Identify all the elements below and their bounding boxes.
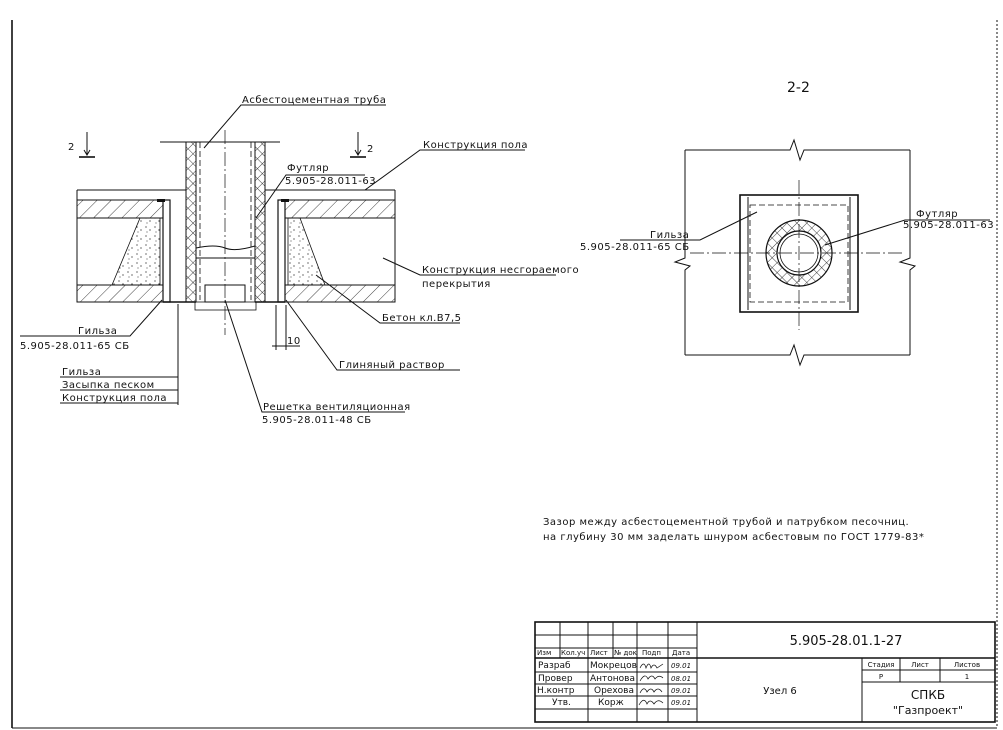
label-gilza-code: 5.905-28.011-65 СБ xyxy=(20,341,130,352)
dimension-10: 10 xyxy=(287,336,301,347)
section-label-gilza-code: 5.905-28.011-65 СБ xyxy=(580,242,690,253)
sleeve-left xyxy=(162,199,171,303)
lower-slab-left xyxy=(76,284,164,303)
upper-slab-left xyxy=(76,199,164,219)
section-2-2: 2-2 Гильза 5.905-28.011-65 СБ Футляр 5.9… xyxy=(580,80,994,367)
layer-3: Конструкция пола xyxy=(62,393,167,404)
header-kol-uch: Кол.уч xyxy=(561,649,585,657)
row-name: Мокрецов xyxy=(590,661,637,671)
row-name: Антонова xyxy=(590,674,635,684)
label-concrete: Бетон кл.В7,5 xyxy=(382,313,462,324)
note-line-2: на глубину 30 мм заделать шнуром асбесто… xyxy=(543,532,924,543)
sand-fill-right xyxy=(287,217,326,286)
label-gilza: Гильза xyxy=(78,326,117,337)
row-date: 08.01 xyxy=(671,675,691,683)
row-date: 09.01 xyxy=(671,662,691,670)
label-clay-mortar: Глиняный раствор xyxy=(339,360,445,371)
main-view: 2 2 Асбестоцементная труба Конструкция п… xyxy=(20,95,579,426)
section-title: 2-2 xyxy=(787,80,810,96)
label-futlyar-code: 5.905-28.011-63 xyxy=(285,176,376,187)
section-label-futlyar: Футляр xyxy=(916,209,958,220)
label-noncombustible: Конструкция несгораемого xyxy=(422,265,579,276)
row-name: Орехова xyxy=(594,686,634,696)
sheets-value: 1 xyxy=(965,673,969,681)
header-data: Дата xyxy=(672,649,690,657)
section-label-gilza: Гильза xyxy=(650,230,689,241)
row-date: 09.01 xyxy=(671,687,691,695)
org-name-1: СПКБ xyxy=(911,688,945,702)
sheets-header: Листов xyxy=(954,661,980,669)
header-list: Лист xyxy=(590,649,608,657)
layer-1: Гильза xyxy=(62,367,101,378)
stage-value: Р xyxy=(879,673,883,681)
header-doc-no: № док xyxy=(614,649,637,657)
label-grate: Решетка вентиляционная xyxy=(263,402,411,413)
section-mark-right: 2 xyxy=(367,144,374,155)
label-grate-code: 5.905-28.011-48 СБ xyxy=(262,415,372,426)
insulation-right xyxy=(254,141,266,303)
header-podp: Подп xyxy=(642,649,661,657)
row-date: 09.01 xyxy=(671,699,691,707)
sheet-header: Лист xyxy=(911,661,929,669)
sleeve-right xyxy=(277,199,286,303)
insulation-left xyxy=(185,141,197,303)
signatures xyxy=(638,663,664,706)
sand-fill-left xyxy=(111,217,161,286)
upper-slab-right xyxy=(284,199,396,219)
row-name: Корж xyxy=(598,698,624,708)
layer-2: Засыпка песком xyxy=(62,380,155,391)
header-izm: Изм xyxy=(537,649,551,657)
label-floor-construction: Конструкция пола xyxy=(423,140,528,151)
label-futlyar: Футляр xyxy=(287,163,329,174)
row-role: Н.контр xyxy=(537,686,575,696)
section-label-futlyar-code: 5.905-28.011-63 xyxy=(903,220,994,231)
org-name-2: "Газпроект" xyxy=(893,704,963,717)
label-asbestos-pipe: Асбестоцементная труба xyxy=(242,95,386,106)
row-role: Провер xyxy=(538,674,573,684)
title-block: Изм Кол.уч Лист № док Подп Дата Разраб М… xyxy=(534,621,996,723)
note-line-1: Зазор между асбестоцементной трубой и па… xyxy=(543,517,909,528)
document-number: 5.905-28.01.1-27 xyxy=(790,634,903,649)
row-role: Утв. xyxy=(552,698,571,708)
stage-header: Стадия xyxy=(868,661,895,669)
row-role: Разраб xyxy=(538,661,571,671)
label-noncombustible-2: перекрытия xyxy=(422,279,491,290)
item-name: Узел 6 xyxy=(763,686,797,697)
section-mark-left: 2 xyxy=(68,142,75,153)
